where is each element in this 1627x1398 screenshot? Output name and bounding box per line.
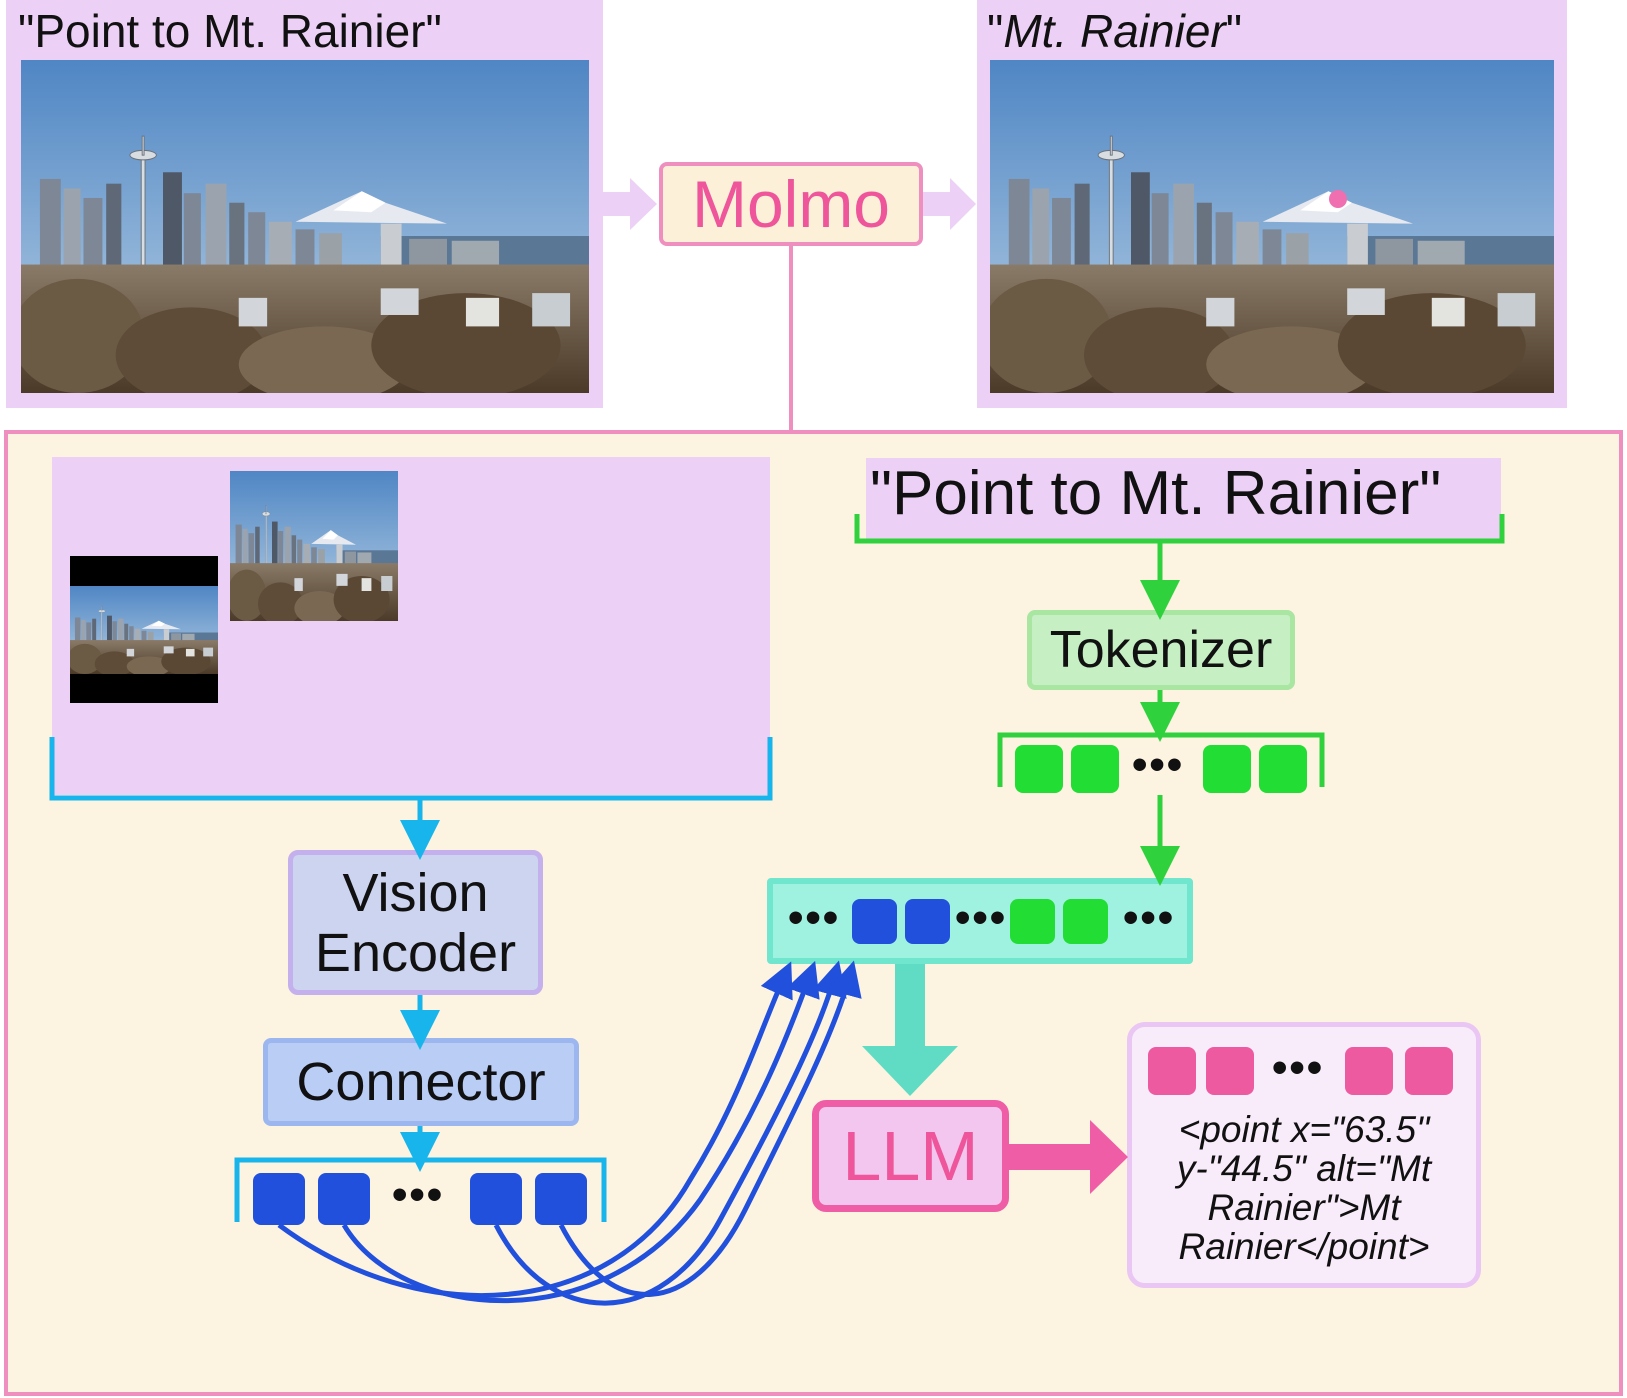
text-token <box>1259 745 1307 793</box>
output-caption-open-quote: " <box>987 5 1004 57</box>
text-token <box>1015 745 1063 793</box>
pointer-dot <box>1329 190 1347 208</box>
output-photo <box>990 60 1554 393</box>
image-token <box>470 1173 522 1225</box>
output-text-line2: y-"44.5" alt="Mt <box>1176 1148 1432 1189</box>
output-text-line3: Rainier">Mt <box>1207 1187 1401 1228</box>
output-caption: "Mt. Rainier" <box>987 4 1242 58</box>
vision-encoder-line2: Encoder <box>314 922 517 983</box>
sequence-text-token <box>1010 899 1055 944</box>
sequence-ellipsis-left: ••• <box>788 893 841 942</box>
combined-sequence-box <box>767 878 1193 964</box>
input-caption: "Point to Mt. Rainier" <box>18 5 442 57</box>
text-token <box>1203 745 1251 793</box>
output-text-line4: Rainier</point> <box>1178 1226 1430 1267</box>
image-token <box>253 1173 305 1225</box>
vision-encoder-box: Vision Encoder <box>288 850 543 995</box>
molmo-text: Molmo <box>691 167 891 241</box>
thumbnail-letterbox <box>70 556 218 703</box>
output-token-ellipsis: ••• <box>1272 1043 1325 1092</box>
output-text: <point x="63.5" y-"44.5" alt="Mt Rainier… <box>1135 1110 1473 1266</box>
molmo-label: Molmo <box>659 162 923 246</box>
output-panel: "Mt. Rainier" <box>977 0 1567 408</box>
input-photo <box>21 60 589 393</box>
prompt-text: "Point to Mt. Rainier" <box>870 459 1442 528</box>
output-text-line1: <point x="63.5" <box>1178 1109 1430 1150</box>
sequence-ellipsis-right: ••• <box>1123 893 1176 942</box>
input-panel: "Point to Mt. Rainier" <box>6 0 603 408</box>
text-token-ellipsis: ••• <box>1132 740 1185 789</box>
crop-tile-1 <box>230 471 398 621</box>
sequence-image-token <box>905 899 950 944</box>
output-token <box>1345 1047 1393 1095</box>
output-token <box>1148 1047 1196 1095</box>
sequence-text-token <box>1063 899 1108 944</box>
sequence-ellipsis-middle: ••• <box>955 893 1008 942</box>
crop-tile-2 <box>408 471 575 621</box>
thumbnail-photo <box>70 586 218 674</box>
crop-grid <box>230 471 753 777</box>
text-token <box>1071 745 1119 793</box>
output-token <box>1206 1047 1254 1095</box>
image-token <box>318 1173 370 1225</box>
crop-tile-4 <box>230 629 398 777</box>
llm-box: LLM <box>812 1100 1009 1212</box>
connector-label: Connector <box>296 1052 546 1112</box>
output-caption-text: Mt. Rainier <box>1003 5 1226 57</box>
vision-encoder-line1: Vision <box>342 862 489 923</box>
crop-tile-6 <box>585 629 753 777</box>
crop-tile-3 <box>585 471 753 621</box>
sequence-image-token <box>852 899 897 944</box>
crop-tile-5 <box>408 629 575 777</box>
output-token <box>1405 1047 1453 1095</box>
tokenizer-label: Tokenizer <box>1049 621 1273 679</box>
image-token <box>535 1173 587 1225</box>
output-caption-close-quote: " <box>1225 5 1243 57</box>
connector-box: Connector <box>263 1038 579 1126</box>
tokenizer-box: Tokenizer <box>1027 610 1295 690</box>
image-token-ellipsis: ••• <box>392 1170 445 1219</box>
llm-label: LLM <box>842 1117 979 1195</box>
